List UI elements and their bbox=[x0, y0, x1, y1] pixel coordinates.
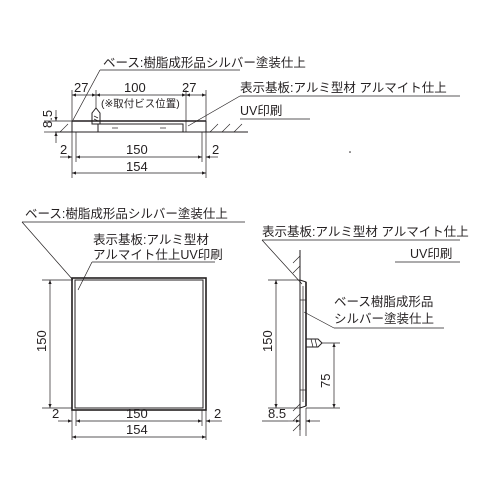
side-view: 表示基板:アルミ型材 アルマイト仕上 UV印刷 ベース樹脂成形品 シルバー塗装仕… bbox=[260, 225, 469, 436]
front-dim-154: 154 bbox=[126, 422, 148, 437]
top-leaders: ベース:樹脂成形品シルバー塗装仕上 表示基板:アルミ型材 アルマイト仕上 UV印… bbox=[72, 55, 460, 127]
dim-100: 100 bbox=[124, 80, 146, 95]
screw-icon bbox=[91, 107, 101, 125]
side-plate-label-1: 表示基板:アルミ型材 アルマイト仕上 bbox=[262, 225, 469, 239]
top-base-body bbox=[71, 107, 207, 133]
top-dim-8-5: 8.5 bbox=[40, 110, 72, 143]
side-screw-icon bbox=[305, 338, 323, 348]
stray-dot bbox=[349, 151, 351, 153]
front-view: ベース:樹脂成形品シルバー塗装仕上 表示基板:アルミ型材 アルマイト仕上UV印刷… bbox=[21, 206, 245, 440]
front-base-outline bbox=[71, 277, 207, 411]
side-base-label-1: ベース樹脂成形品 bbox=[334, 294, 433, 309]
top-base-label: ベース:樹脂成形品シルバー塗装仕上 bbox=[103, 55, 306, 70]
top-plate-label-2: UV印刷 bbox=[240, 104, 282, 118]
front-plate-outline bbox=[74, 279, 204, 409]
side-wall-hatch bbox=[292, 255, 301, 432]
top-view: 27 100 27 (※取付ビス位置) 8.5 2 150 2 154 bbox=[40, 55, 460, 178]
front-dim-150-vertical: 150 bbox=[34, 330, 49, 352]
top-dims-lower: 2 150 2 154 bbox=[60, 132, 219, 178]
front-base-label: ベース:樹脂成形品シルバー塗装仕上 bbox=[25, 206, 228, 221]
front-dim-2-right: 2 bbox=[214, 406, 221, 421]
side-dim-75-vertical: 75 bbox=[318, 374, 333, 388]
dim-8-5: 8.5 bbox=[40, 110, 55, 128]
front-plate-label-2: アルマイト仕上UV印刷 bbox=[93, 248, 223, 262]
front-dim-2-left: 2 bbox=[52, 406, 59, 421]
side-base-label-2: シルバー塗装仕上 bbox=[334, 311, 434, 326]
dim-27-right: 27 bbox=[182, 80, 196, 95]
front-plate-label-1: 表示基板:アルミ型材 bbox=[93, 233, 209, 247]
front-dim-150: 150 bbox=[126, 406, 148, 421]
top-plate-label-1: 表示基板:アルミ型材 アルマイト仕上 bbox=[240, 81, 447, 95]
top-wall-hatch bbox=[55, 123, 248, 133]
screw-note: (※取付ビス位置) bbox=[101, 97, 180, 110]
dim-2-left: 2 bbox=[60, 142, 67, 157]
dim-154: 154 bbox=[126, 159, 148, 174]
side-dim-150-vertical: 150 bbox=[260, 330, 275, 352]
side-plate-label-2: UV印刷 bbox=[410, 247, 452, 261]
dim-27-left: 27 bbox=[74, 80, 88, 95]
side-dim-8-5: 8.5 bbox=[268, 406, 286, 421]
dim-2-right: 2 bbox=[212, 142, 219, 157]
dim-150: 150 bbox=[126, 142, 148, 157]
top-dims-upper: 27 100 27 (※取付ビス位置) bbox=[71, 80, 207, 121]
